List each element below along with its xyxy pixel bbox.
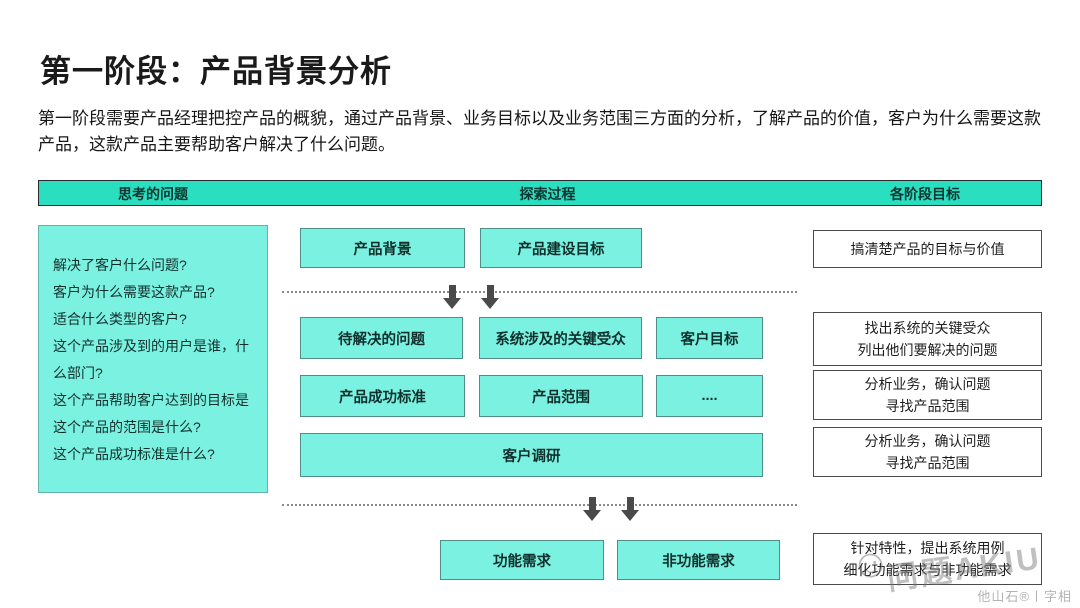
goal-line: 寻找产品范围 — [885, 455, 970, 471]
flow-box-success-criteria: 产品成功标准 — [300, 375, 465, 417]
question-item: 适合什么类型的客户? — [53, 311, 187, 327]
table-header-bar — [38, 180, 1042, 206]
flow-box-nonfunctional-requirements: 非功能需求 — [617, 540, 780, 580]
goal-line: 寻找产品范围 — [885, 398, 970, 414]
goal-line: 针对特性，提出系统用例 — [850, 540, 1005, 556]
goal-box-analyze-business-2: 分析业务，确认问题 寻找产品范围 — [813, 427, 1042, 477]
goal-box-clarify-goal-value: 搞清楚产品的目标与价值 — [813, 230, 1042, 268]
down-arrow-icon — [443, 285, 461, 309]
dotted-divider-2 — [282, 504, 797, 506]
flow-box-customer-research: 客户调研 — [300, 433, 763, 477]
question-item: 这个产品的范围是什么? — [53, 419, 201, 435]
goal-box-find-audience: 找出系统的关键受众 列出他们要解决的问题 — [813, 312, 1042, 366]
goal-box-use-cases-refine: 针对特性，提出系统用例 细化功能需求与非功能需求 — [813, 533, 1042, 585]
column-header-questions: 思考的问题 — [118, 186, 188, 202]
flow-box-customer-goal: 客户目标 — [656, 317, 763, 359]
dotted-divider-1 — [282, 291, 797, 293]
column-header-process: 探索过程 — [519, 186, 576, 202]
question-item: 这个产品涉及到的用户是谁，什么部门? — [53, 338, 249, 381]
flow-box-product-scope: 产品范围 — [479, 375, 643, 417]
flow-box-problems-to-solve: 待解决的问题 — [300, 317, 463, 359]
question-item: 这个产品帮助客户达到的目标是 — [53, 392, 249, 408]
question-item: 客户为什么需要这款产品? — [53, 284, 215, 300]
goal-line: 找出系统的关键受众 — [864, 320, 991, 336]
page-title: 第一阶段：产品背景分析 — [40, 54, 392, 89]
goal-line: 分析业务，确认问题 — [864, 376, 991, 392]
question-item: 这个产品成功标准是什么? — [53, 446, 215, 462]
goal-line: 搞清楚产品的目标与价值 — [850, 241, 1005, 257]
column-header-goals: 各阶段目标 — [890, 186, 960, 202]
goal-line: 分析业务，确认问题 — [864, 433, 991, 449]
down-arrow-icon — [583, 497, 601, 521]
bottom-right-watermark: 他山石®〡字相 — [977, 589, 1072, 604]
flow-box-functional-requirements: 功能需求 — [440, 540, 604, 580]
down-arrow-icon — [621, 497, 639, 521]
down-arrow-icon — [481, 285, 499, 309]
page-description: 第一阶段需要产品经理把控产品的概貌，通过产品背景、业务目标以及业务范围三方面的分… — [38, 109, 1041, 154]
flow-box-product-build-goal: 产品建设目标 — [480, 228, 642, 268]
flow-box-key-audience: 系统涉及的关键受众 — [479, 317, 642, 359]
goal-line: 细化功能需求与非功能需求 — [843, 562, 1012, 578]
goal-box-analyze-business-1: 分析业务，确认问题 寻找产品范围 — [813, 370, 1042, 420]
flow-box-ellipsis: .... — [656, 375, 763, 417]
flow-box-product-background: 产品背景 — [300, 228, 465, 268]
questions-panel: 解决了客户什么问题? 客户为什么需要这款产品? 适合什么类型的客户? 这个产品涉… — [38, 225, 268, 493]
question-item: 解决了客户什么问题? — [53, 257, 187, 273]
goal-line: 列出他们要解决的问题 — [857, 342, 998, 358]
